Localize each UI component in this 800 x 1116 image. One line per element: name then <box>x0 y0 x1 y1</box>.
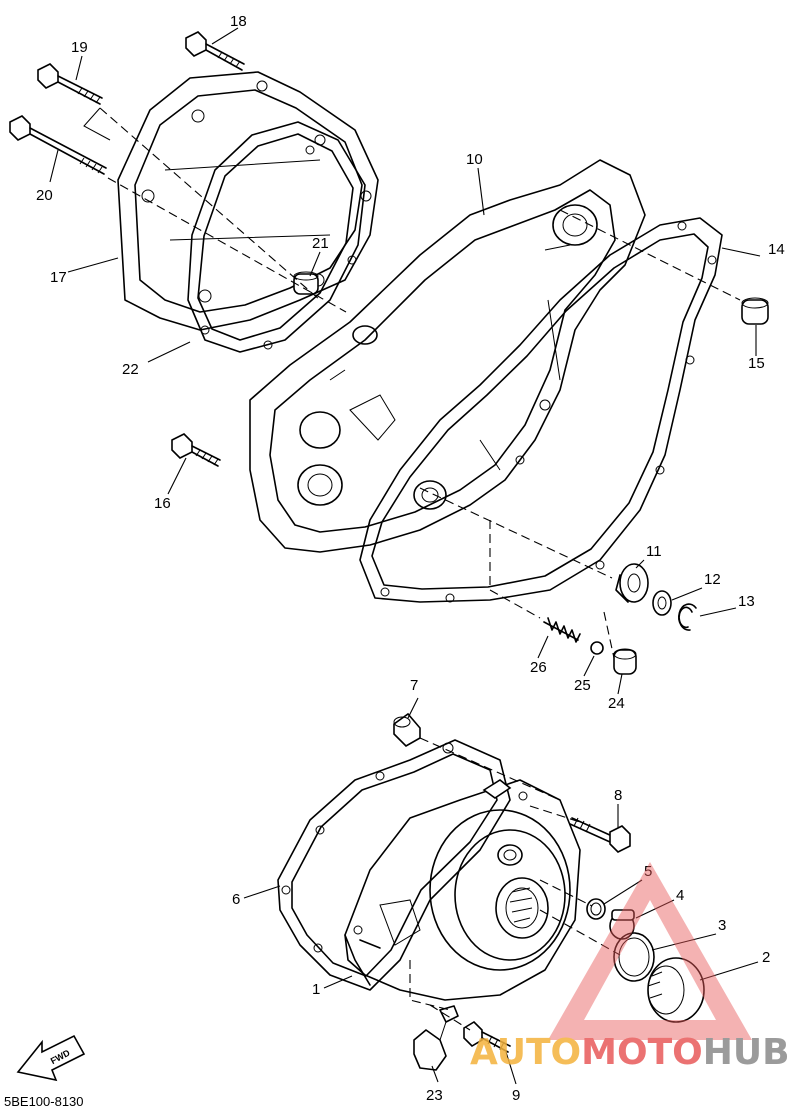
label-13: 13 <box>738 593 755 610</box>
watermark-text-moto: MOTO <box>581 1032 703 1073</box>
generator-cover-part <box>344 779 581 1001</box>
label-6: 6 <box>232 891 240 908</box>
label-19: 19 <box>71 39 88 56</box>
dowel-pin-part-15 <box>741 297 769 325</box>
label-2: 2 <box>762 949 770 966</box>
washer-part-12 <box>652 590 672 616</box>
label-17: 17 <box>50 269 67 286</box>
cap-part-2 <box>647 957 705 1023</box>
part-number-labels: 18 19 20 17 22 21 10 14 15 16 11 12 13 2… <box>36 13 785 1104</box>
label-10: 10 <box>466 151 483 168</box>
collar-part-24 <box>613 648 637 675</box>
label-16: 16 <box>154 495 171 512</box>
crankcase-gasket-part <box>359 217 723 603</box>
bolt-part-16 <box>171 433 221 467</box>
o-ring-part-3 <box>613 932 655 982</box>
ball-part-25 <box>590 641 604 655</box>
diagram-code: 5BE100-8130 <box>4 1094 84 1109</box>
alignment-lines-lower <box>409 737 621 1031</box>
forward-arrow: FWD <box>16 1034 86 1082</box>
label-9: 9 <box>512 1087 520 1104</box>
label-18: 18 <box>230 13 247 30</box>
dowel-pin-part-7 <box>393 712 421 747</box>
bolt-part-20 <box>9 115 107 175</box>
label-24: 24 <box>608 695 625 712</box>
label-12: 12 <box>704 571 721 588</box>
label-25: 25 <box>574 677 591 694</box>
bolt-part-9 <box>463 1020 511 1053</box>
label-7: 7 <box>410 677 418 694</box>
watermark-triangle-logo <box>548 862 752 1040</box>
plug-part-4 <box>609 909 635 940</box>
alignment-lines-upper <box>83 107 741 659</box>
o-ring-part-5 <box>586 898 606 920</box>
label-15: 15 <box>748 355 765 372</box>
label-4: 4 <box>676 887 684 904</box>
clamp-part-23 <box>413 1005 459 1071</box>
label-5: 5 <box>644 863 652 880</box>
bearing-part-11 <box>615 563 649 603</box>
generator-cover-gasket-part <box>277 739 511 991</box>
crankcase-cover-part <box>249 159 646 553</box>
bolt-part-18 <box>185 31 245 71</box>
label-21: 21 <box>312 235 329 252</box>
label-20: 20 <box>36 187 53 204</box>
label-23: 23 <box>426 1087 443 1104</box>
watermark-text: AUTOMOTOHUB <box>470 1032 790 1073</box>
circlip-part-13 <box>678 603 697 631</box>
watermark-text-auto: AUTO <box>470 1032 581 1073</box>
watermark-text-hub: HUB <box>703 1032 790 1073</box>
label-1: 1 <box>312 981 320 998</box>
label-11: 11 <box>646 543 662 560</box>
label-14: 14 <box>768 241 785 258</box>
leader-lines <box>49 27 761 1085</box>
dowel-pin-part-21 <box>293 271 319 295</box>
spring-part-26 <box>543 617 581 643</box>
label-26: 26 <box>530 659 547 676</box>
label-8: 8 <box>614 787 622 804</box>
clutch-cover-gasket-part <box>187 121 366 353</box>
label-3: 3 <box>718 917 726 934</box>
clutch-cover-outer-part <box>117 71 379 331</box>
label-22: 22 <box>122 361 139 378</box>
automotohub-watermark: AUTOMOTOHUB <box>470 862 790 1073</box>
bolt-part-19 <box>37 63 103 105</box>
